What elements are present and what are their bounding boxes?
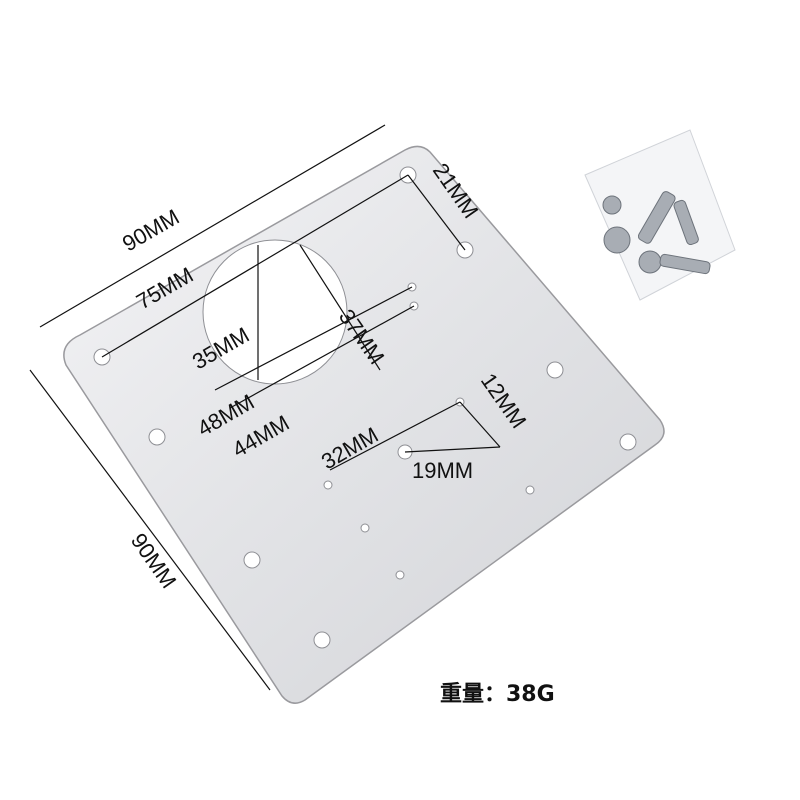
screw-body [659, 253, 711, 275]
large-hole [202, 239, 348, 385]
screw-body [637, 191, 676, 244]
screw-head [603, 226, 631, 254]
dimension-lines [29, 124, 501, 691]
label-hole-19: 19MM [412, 458, 473, 483]
weight-label: 重量：38G [440, 682, 555, 707]
screws-bag [584, 129, 736, 301]
screw-head [602, 195, 622, 215]
screw-head [638, 250, 662, 274]
screw-body [673, 199, 699, 246]
